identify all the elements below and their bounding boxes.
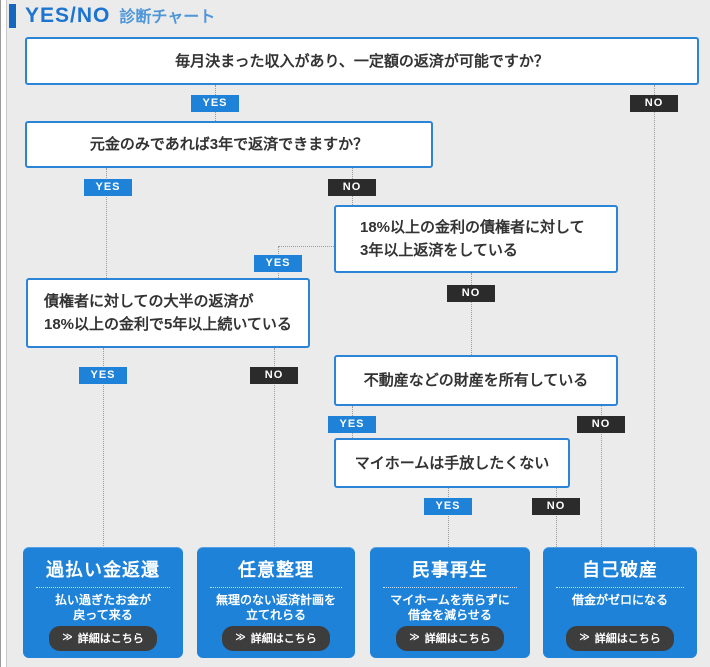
connector-line [654, 85, 655, 547]
answer-tag-no-q6: NO [532, 498, 580, 515]
answer-tag-yes-q2: YES [84, 179, 132, 196]
details-button[interactable]: ≫ 詳細はこちら [566, 626, 674, 651]
question-text: マイホームは手放したくない [354, 454, 550, 472]
question-box-income: 毎月決まった収入があり、一定額の返済が可能ですか？ [25, 37, 699, 85]
answer-tag-yes-q1: YES [191, 95, 239, 112]
page-title-ja: 診断チャート [119, 9, 216, 26]
result-title: 自己破産 [582, 560, 658, 580]
connector-line [601, 406, 602, 547]
question-box-18pct-5years: 債権者に対しての大半の返済が 18%以上の金利で5年以上続いている [26, 278, 310, 348]
question-box-keep-home: マイホームは手放したくない [334, 438, 570, 488]
question-text: 元金のみであれば3年で返済できますか？ [89, 136, 369, 153]
question-text: 債権者に対しての大半の返済が [44, 293, 254, 310]
result-description: 借金がゼロになる [571, 593, 668, 607]
answer-tag-no-q3: NO [447, 285, 495, 302]
page-left-edge [0, 0, 7, 667]
details-button-label: 詳細はこちら [250, 633, 317, 645]
question-text: 18%以上の金利の債権者に対して [360, 219, 585, 236]
result-title: 任意整理 [238, 560, 314, 580]
chevron-right-icon: ≫ [62, 632, 73, 643]
details-button-label: 詳細はこちら [594, 633, 661, 645]
connector-line [106, 168, 107, 278]
question-box-18pct-3years: 18%以上の金利の債権者に対して 3年以上返済をしている [334, 205, 618, 273]
result-divider [383, 587, 517, 588]
result-description: マイホームを売らずに 借金を減らせる [390, 593, 510, 622]
answer-tag-no-q1: NO [630, 95, 678, 112]
result-card-ninisesri: 任意整理 無理のない返済計画を 立てれらる ≫ 詳細はこちら [197, 547, 355, 658]
details-button-label: 詳細はこちら [424, 633, 491, 645]
answer-tag-yes-q6: YES [424, 498, 472, 515]
result-divider [36, 587, 170, 588]
result-divider [556, 587, 684, 588]
result-title: 民事再生 [412, 560, 488, 580]
answer-tag-yes-q4: YES [79, 367, 127, 384]
connector-line [278, 246, 334, 247]
result-card-minjisaisei: 民事再生 マイホームを売らずに 借金を減らせる ≫ 詳細はこちら [370, 547, 530, 658]
connector-line [274, 348, 275, 548]
details-button[interactable]: ≫ 詳細はこちら [222, 626, 330, 651]
chevron-right-icon: ≫ [235, 632, 246, 643]
result-description: 無理のない返済計画を 立てれらる [215, 593, 336, 622]
result-card-jikohasan: 自己破産 借金がゼロになる ≫ 詳細はこちら [543, 547, 697, 658]
question-text: 不動産などの財産を所有している [363, 372, 589, 389]
details-button-label: 詳細はこちら [77, 633, 144, 645]
result-description: 払い過ぎたお金が 戻って来る [54, 593, 151, 622]
chevron-right-icon: ≫ [409, 632, 420, 643]
page-title: YES/NO 診断チャート [25, 3, 215, 28]
question-text: 18%以上の金利で5年以上続いている [44, 316, 292, 333]
question-text: 毎月決まった収入があり、一定額の返済が可能ですか？ [175, 52, 549, 70]
details-button[interactable]: ≫ 詳細はこちら [49, 626, 157, 651]
result-card-kabarai: 過払い金返還 払い過ぎたお金が 戻って来る ≫ 詳細はこちら [23, 547, 183, 658]
answer-tag-no-q4: NO [250, 367, 298, 384]
connector-line [448, 488, 449, 547]
answer-tag-yes-q5: YES [328, 416, 376, 433]
connector-line [556, 488, 557, 547]
result-divider [210, 587, 342, 588]
question-box-repay-3years: 元金のみであれば3年で返済できますか？ [25, 121, 433, 168]
answer-tag-no-q2: NO [328, 179, 376, 196]
question-box-own-property: 不動産などの財産を所有している [334, 355, 618, 406]
answer-tag-no-q5: NO [577, 416, 625, 433]
question-text: 3年以上返済をしている [360, 242, 518, 259]
page-title-en: YES/NO [25, 4, 111, 27]
details-button[interactable]: ≫ 詳細はこちら [396, 626, 504, 651]
header-accent-bar [9, 4, 16, 28]
chevron-right-icon: ≫ [579, 632, 590, 643]
connector-line [471, 273, 472, 355]
result-title: 過払い金返還 [46, 560, 160, 580]
connector-line [103, 348, 104, 548]
answer-tag-yes-q3: YES [254, 255, 302, 272]
